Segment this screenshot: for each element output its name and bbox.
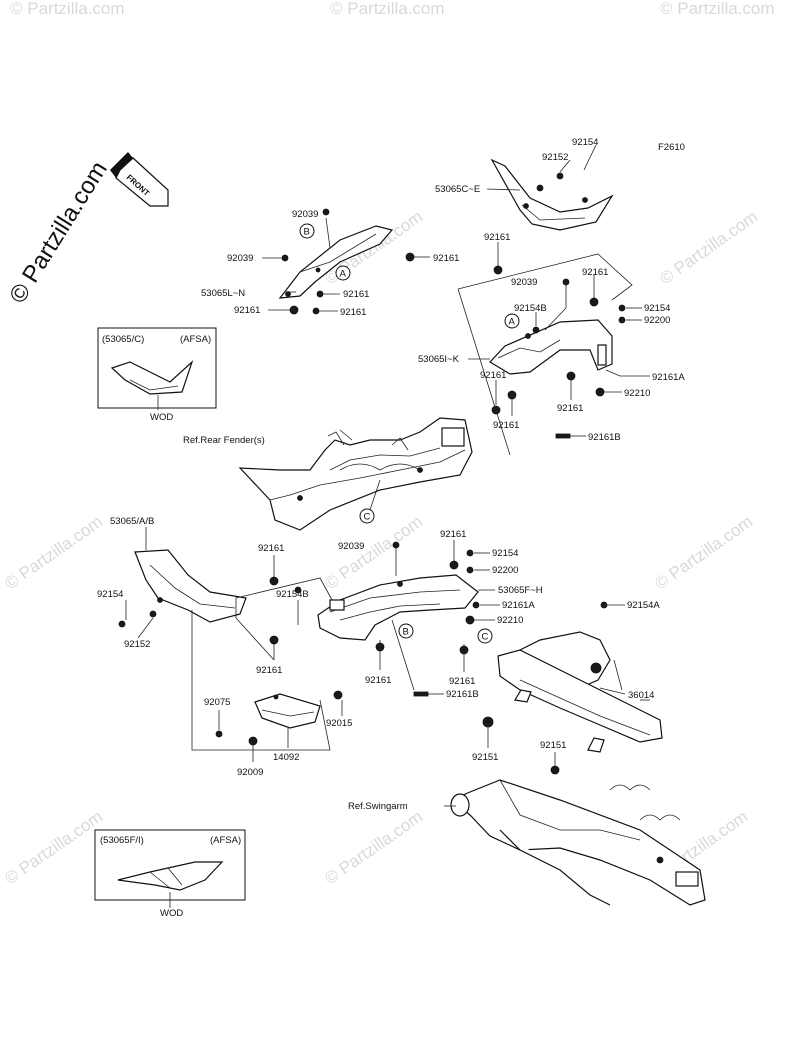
ref-swingarm-label: Ref.Swingarm — [348, 801, 408, 812]
part-number-labels: 92154 92152 53065C~E 92039 92039 92161 5… — [97, 137, 685, 778]
part-label: 92161 — [343, 289, 369, 300]
part-label: 92152 — [542, 152, 568, 163]
fasteners — [118, 172, 626, 775]
side-cover-upper-left — [278, 225, 394, 299]
watermark: © Partzilla.com — [651, 512, 756, 593]
part-label: 92161 — [557, 403, 583, 414]
copyright-brand: © Partzilla.com — [4, 157, 113, 308]
watermark: © Partzilla.com — [10, 0, 125, 18]
part-label: 92039 — [292, 209, 318, 220]
part-label: 92039 — [511, 277, 537, 288]
callouts: B A A C B C — [299, 223, 520, 644]
part-label: 92200 — [644, 315, 670, 326]
part-label: 92161 — [582, 267, 608, 278]
callout-b: B — [304, 227, 310, 238]
watermark: © Partzilla.com — [321, 807, 426, 888]
part-label: 53065L~N — [201, 288, 245, 299]
callout-c: C — [364, 512, 371, 523]
part-label: 92154B — [514, 303, 547, 314]
inset-bottom-header-left: (53065F/I) — [100, 835, 144, 846]
watermark: © Partzilla.com — [330, 0, 445, 18]
watermark: © Partzilla.com — [1, 807, 106, 888]
part-label: 92039 — [227, 253, 253, 264]
part-label: 92210 — [624, 388, 650, 399]
inset-bottom: (53065F/I) (AFSA) WOD — [94, 829, 246, 919]
inset-top-header-left: (53065/C) — [102, 334, 144, 345]
part-label: 92161 — [480, 370, 506, 381]
callout-b: B — [403, 627, 409, 638]
part-label: 92161 — [234, 305, 260, 316]
inset-bottom-part — [117, 861, 224, 891]
part-label: 92161 — [256, 665, 282, 676]
part-label: 92161 — [493, 420, 519, 431]
chain-guard-36014 — [497, 649, 663, 743]
callout-a: A — [340, 269, 347, 280]
part-label: 92161A — [502, 600, 535, 611]
front-arrow-icon: FRONT — [110, 152, 169, 207]
part-label: 14092 — [273, 752, 299, 763]
part-label: 92039 — [338, 541, 364, 552]
part-label: 92154 — [644, 303, 670, 314]
part-label: 92161 — [449, 676, 475, 687]
part-label: 92161 — [258, 543, 284, 554]
rear-fender-body — [238, 417, 473, 531]
part-label: 92154A — [627, 600, 660, 611]
part-label: 92161A — [652, 372, 685, 383]
ref-rear-fender-label: Ref.Rear Fender(s) — [183, 435, 265, 446]
part-label: 92154 — [572, 137, 598, 148]
inset-bottom-footer: WOD — [160, 908, 183, 919]
part-label: 92009 — [237, 767, 263, 778]
part-label: 92161B — [446, 689, 479, 700]
part-label: 92152 — [124, 639, 150, 650]
part-label: 92161 — [484, 232, 510, 243]
part-label: 92154B — [276, 589, 309, 600]
part-label: 92075 — [204, 697, 230, 708]
part-label: 92210 — [497, 615, 523, 626]
part-label: 92154 — [492, 548, 518, 559]
side-cover-upper-right — [490, 158, 614, 231]
tail-cover-center — [489, 319, 613, 375]
part-label: 92161B — [588, 432, 621, 443]
part-label: 53065F~H — [498, 585, 543, 596]
part-shapes — [134, 158, 706, 906]
inset-top: (53065/C) (AFSA) WOD — [97, 327, 217, 423]
part-label: 92200 — [492, 565, 518, 576]
part-label: 92161 — [365, 675, 391, 686]
part-label: 36014 — [628, 690, 654, 701]
inset-top-header-right: (AFSA) — [180, 334, 211, 345]
swingarm — [450, 779, 706, 906]
callout-c: C — [482, 632, 489, 643]
part-label: 53065C~E — [435, 184, 480, 195]
inset-bottom-header-right: (AFSA) — [210, 835, 241, 846]
part-label: 53065I~K — [418, 354, 460, 365]
watermark: © Partzilla.com — [1, 512, 106, 593]
figure-code: F2610 — [658, 142, 685, 153]
part-label: 92161 — [340, 307, 366, 318]
part-label: 92161 — [433, 253, 459, 264]
inset-top-footer: WOD — [150, 412, 173, 423]
callout-a: A — [509, 317, 516, 328]
part-label: 92015 — [326, 718, 352, 729]
part-label: 92151 — [472, 752, 498, 763]
part-label: 92161 — [440, 529, 466, 540]
watermark: © Partzilla.com — [656, 207, 761, 288]
part-label: 92154 — [97, 589, 123, 600]
part-label: 92151 — [540, 740, 566, 751]
leader-lines — [125, 144, 650, 807]
side-cover-lower-left — [134, 549, 247, 623]
bracket-14092 — [254, 693, 321, 729]
part-label: 53065/A/B — [110, 516, 154, 527]
inset-top-part — [110, 360, 194, 395]
watermark: © Partzilla.com — [660, 0, 775, 18]
